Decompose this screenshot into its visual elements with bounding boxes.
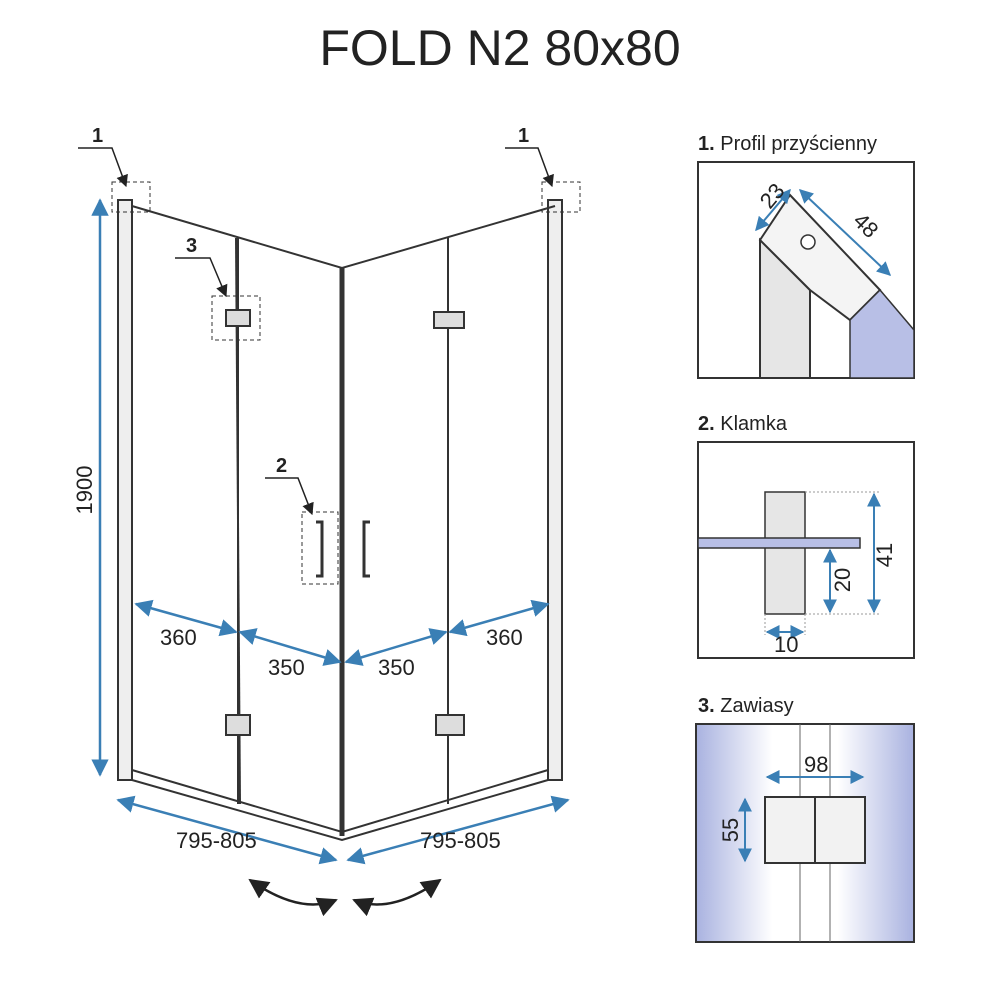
- callout-profile-right: 1: [518, 125, 529, 147]
- dim-height: 1900: [72, 466, 97, 515]
- dim-left-outer: 360: [160, 625, 197, 650]
- detail-3-dim-98: 98: [804, 752, 828, 777]
- dim-left-inner: 350: [268, 655, 305, 680]
- detail-handle: [697, 441, 915, 659]
- callout-hinge: 3: [186, 235, 197, 257]
- detail-3-dim-55: 55: [718, 818, 743, 842]
- detail-hinge: [695, 723, 915, 943]
- dim-right-outer: 360: [486, 625, 523, 650]
- hinge-top-right: [433, 311, 465, 329]
- detail-3-title: Zawiasy: [720, 695, 793, 717]
- dim-left-width: 795-805: [176, 828, 257, 853]
- svg-text:2. Klamka: 2. Klamka: [698, 413, 788, 435]
- hinge-bottom-left: [225, 714, 251, 736]
- detail-2-dim-10: 10: [774, 632, 798, 657]
- detail-1-title: Profil przyścienny: [720, 133, 877, 155]
- callout-handle: 2: [276, 455, 287, 477]
- page-title: FOLD N2 80x80: [319, 20, 680, 76]
- detail-1-num: 1.: [698, 133, 715, 155]
- detail-2-num: 2.: [698, 413, 715, 435]
- hinge-bottom-right: [435, 714, 465, 736]
- dim-right-inner: 350: [378, 655, 415, 680]
- detail-3-num: 3.: [698, 695, 715, 717]
- svg-text:3. Zawiasy: 3. Zawiasy: [698, 695, 794, 717]
- handle-left: [316, 520, 324, 578]
- callout-profile-left: 1: [92, 125, 103, 147]
- svg-text:1. Profil przyścienny: 1. Profil przyścienny: [698, 133, 877, 155]
- detail-2-dim-20: 20: [830, 568, 855, 592]
- dim-right-width: 795-805: [420, 828, 501, 853]
- shower-enclosure: [111, 181, 581, 842]
- detail-2-dim-41: 41: [872, 543, 897, 567]
- door-swing-arrows-icon: [248, 878, 442, 917]
- hinge-top-left: [225, 309, 251, 327]
- detail-wall-profile: [697, 161, 915, 379]
- handle-right: [362, 520, 370, 578]
- detail-2-title: Klamka: [720, 413, 788, 435]
